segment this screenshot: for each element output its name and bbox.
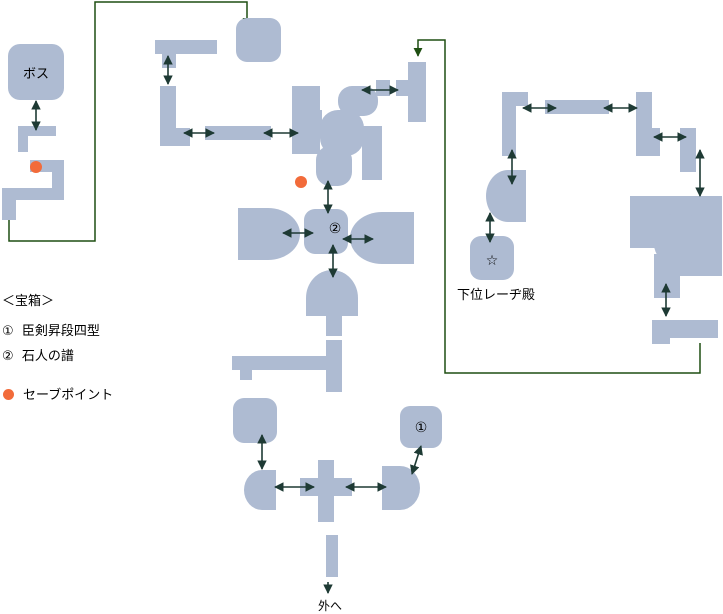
room-half-mid-right bbox=[486, 170, 526, 222]
legend-title: ＜宝箱＞ bbox=[2, 294, 55, 309]
room-right-top bbox=[502, 92, 516, 156]
room-top-square bbox=[236, 18, 281, 62]
room-half-right bbox=[350, 212, 414, 264]
room-half-bottom-right bbox=[382, 466, 420, 510]
room-exit-corridor bbox=[326, 535, 338, 577]
legend-save: セーブポイント bbox=[2, 384, 113, 403]
destination-room bbox=[470, 236, 514, 280]
star-icon: ☆ bbox=[486, 253, 499, 269]
legend-save-label: セーブポイント bbox=[23, 388, 114, 403]
room-half-bottom-left bbox=[244, 470, 276, 510]
legend-item-2: ② 石人の譜 bbox=[2, 345, 74, 364]
legend-item-2-mark: ② bbox=[2, 349, 14, 364]
rooms bbox=[2, 18, 722, 577]
legend-item-1-mark: ① bbox=[2, 324, 14, 339]
save-point-icon bbox=[295, 176, 307, 188]
room-top-corridor bbox=[205, 126, 271, 140]
save-point-icon bbox=[30, 161, 42, 173]
room-half-left bbox=[238, 208, 300, 260]
connections bbox=[31, 55, 705, 594]
room-south-corridor bbox=[232, 356, 326, 370]
route-boss-to-top bbox=[8, 1, 252, 242]
exit-label: 外へ bbox=[318, 599, 342, 613]
boss-label: ボス bbox=[23, 67, 49, 82]
save-point-icon bbox=[3, 389, 14, 400]
room-chest2 bbox=[304, 209, 348, 254]
chest2-marker: ② bbox=[329, 221, 342, 237]
legend-item-2-label: 石人の譜 bbox=[21, 349, 74, 364]
room-dome bbox=[306, 270, 358, 316]
legend-item-1: ① 臣剣昇段四型 bbox=[2, 320, 100, 339]
boss-room bbox=[8, 44, 64, 100]
room-south-square bbox=[233, 398, 277, 443]
route-right-loop bbox=[413, 39, 701, 374]
room-chest1 bbox=[400, 406, 442, 448]
legend-item-1-label: 臣剣昇段四型 bbox=[21, 324, 100, 339]
room-boss-corridor bbox=[18, 126, 28, 152]
chest1-marker: ① bbox=[415, 420, 428, 436]
destination-label: 下位レーヂ殿 bbox=[457, 288, 535, 303]
